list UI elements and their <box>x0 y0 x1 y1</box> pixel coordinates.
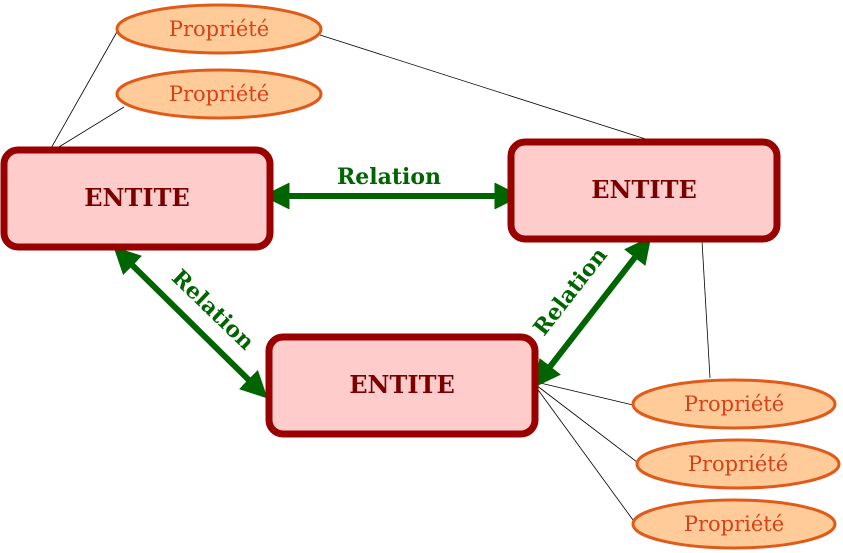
entity-label: ENTITE <box>349 370 454 399</box>
property-ellipse <box>115 3 323 55</box>
connector-left-entity-property-1 <box>49 29 119 151</box>
connector-right-entity-property-2 <box>701 240 711 379</box>
entity-label: ENTITE <box>84 183 189 212</box>
entity-left[interactable]: ENTITE <box>0 146 274 251</box>
entity-box <box>0 146 274 251</box>
property-label: Propriété <box>169 82 269 106</box>
property-label: Propriété <box>169 17 269 41</box>
property-label: Propriété <box>684 512 784 536</box>
entity-bottom[interactable]: ENTITE <box>265 333 539 438</box>
property-label: Propriété <box>684 392 784 416</box>
connector-left-entity-property-2 <box>53 106 125 151</box>
property-bottom-3[interactable]: Propriété <box>631 498 837 550</box>
relation-arrows <box>113 182 652 399</box>
connector-bottom-entity-property-1 <box>535 381 634 406</box>
relation-arrow-left <box>113 246 268 399</box>
entity-box <box>507 138 781 243</box>
entity-box <box>265 333 539 438</box>
property-ellipse <box>631 498 837 550</box>
property-ellipse <box>115 68 323 120</box>
property-ellipse <box>631 378 837 430</box>
property-top-1[interactable]: Propriété <box>115 3 323 55</box>
property-bottom-2[interactable]: Propriété <box>635 438 841 490</box>
property-connectors <box>49 29 711 521</box>
relation-label-right: Relation <box>528 243 613 341</box>
entity-label: ENTITE <box>591 175 696 204</box>
entity-right[interactable]: ENTITE <box>507 138 781 243</box>
property-ellipse <box>635 438 841 490</box>
property-top-2[interactable]: Propriété <box>115 68 323 120</box>
connector-bottom-entity-property-3 <box>535 386 634 521</box>
property-label: Propriété <box>688 452 788 476</box>
property-bottom-1[interactable]: Propriété <box>631 378 837 430</box>
connector-right-entity-property-1 <box>319 34 656 143</box>
relation-label-top: Relation <box>337 164 441 190</box>
relation-arrow-right <box>533 236 652 388</box>
connector-bottom-entity-property-2 <box>535 384 638 463</box>
